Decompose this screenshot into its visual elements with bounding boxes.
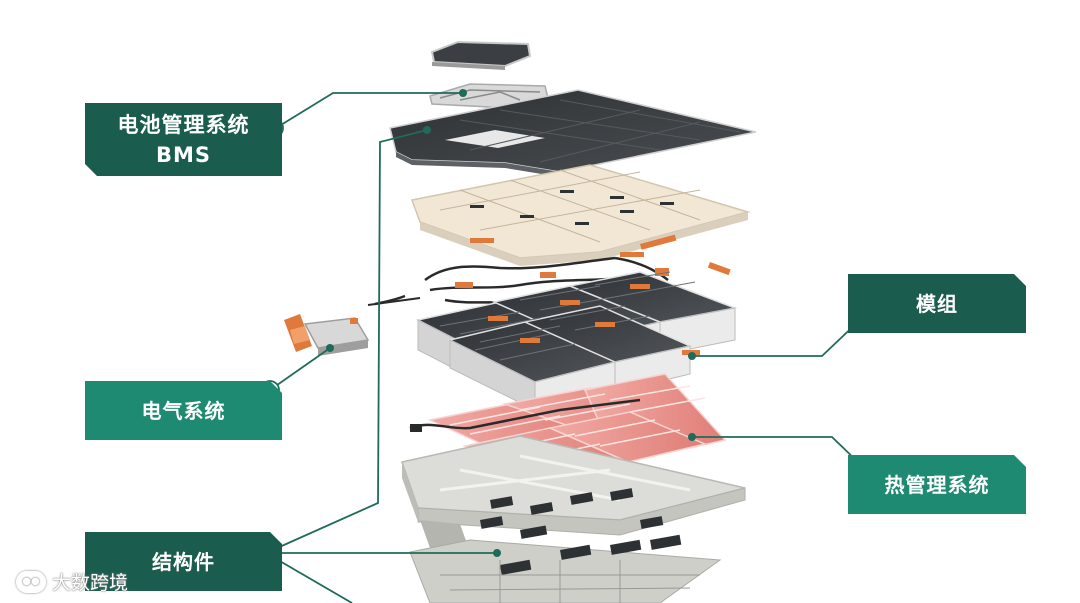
- label-electrical: 电气系统: [85, 381, 282, 440]
- leader-dot: [326, 344, 334, 352]
- label-structure-text: 结构件: [152, 549, 215, 574]
- leader-dot: [688, 352, 696, 360]
- lower-tray: [401, 435, 746, 603]
- label-bms: 电池管理系统 BMS: [85, 103, 282, 176]
- watermark: ●● 大数跨境: [16, 568, 128, 595]
- label-thermal-text: 热管理系统: [884, 472, 990, 497]
- label-bms-line1: 电池管理系统: [117, 112, 250, 137]
- label-thermal: 热管理系统: [848, 455, 1026, 514]
- electrical-box: [284, 297, 421, 356]
- label-structure: 结构件: [85, 532, 282, 591]
- leader-line-electrical: [269, 347, 331, 391]
- leader-dot: [459, 89, 467, 97]
- harness-connector: [540, 272, 556, 278]
- watermark-logo-icon: ●●: [16, 570, 46, 593]
- bms-board: [430, 40, 532, 70]
- harness-connector: [455, 282, 473, 288]
- leader-line-bms: [275, 92, 463, 129]
- label-module-text: 模组: [916, 291, 958, 316]
- harness-connector: [655, 268, 669, 276]
- leader-dot: [688, 433, 696, 441]
- watermark-text: 大数跨境: [52, 572, 129, 594]
- insulation-layer: [410, 164, 751, 276]
- leader-dot: [423, 126, 431, 134]
- leader-dot: [493, 549, 501, 557]
- label-electrical-text: 电气系统: [141, 398, 226, 423]
- top-cover: [389, 89, 757, 177]
- leader-line-structure-to-cover: [265, 129, 428, 554]
- label-bms-line2: BMS: [155, 142, 212, 167]
- label-module: 模组: [848, 274, 1026, 333]
- battery-modules: [415, 271, 738, 411]
